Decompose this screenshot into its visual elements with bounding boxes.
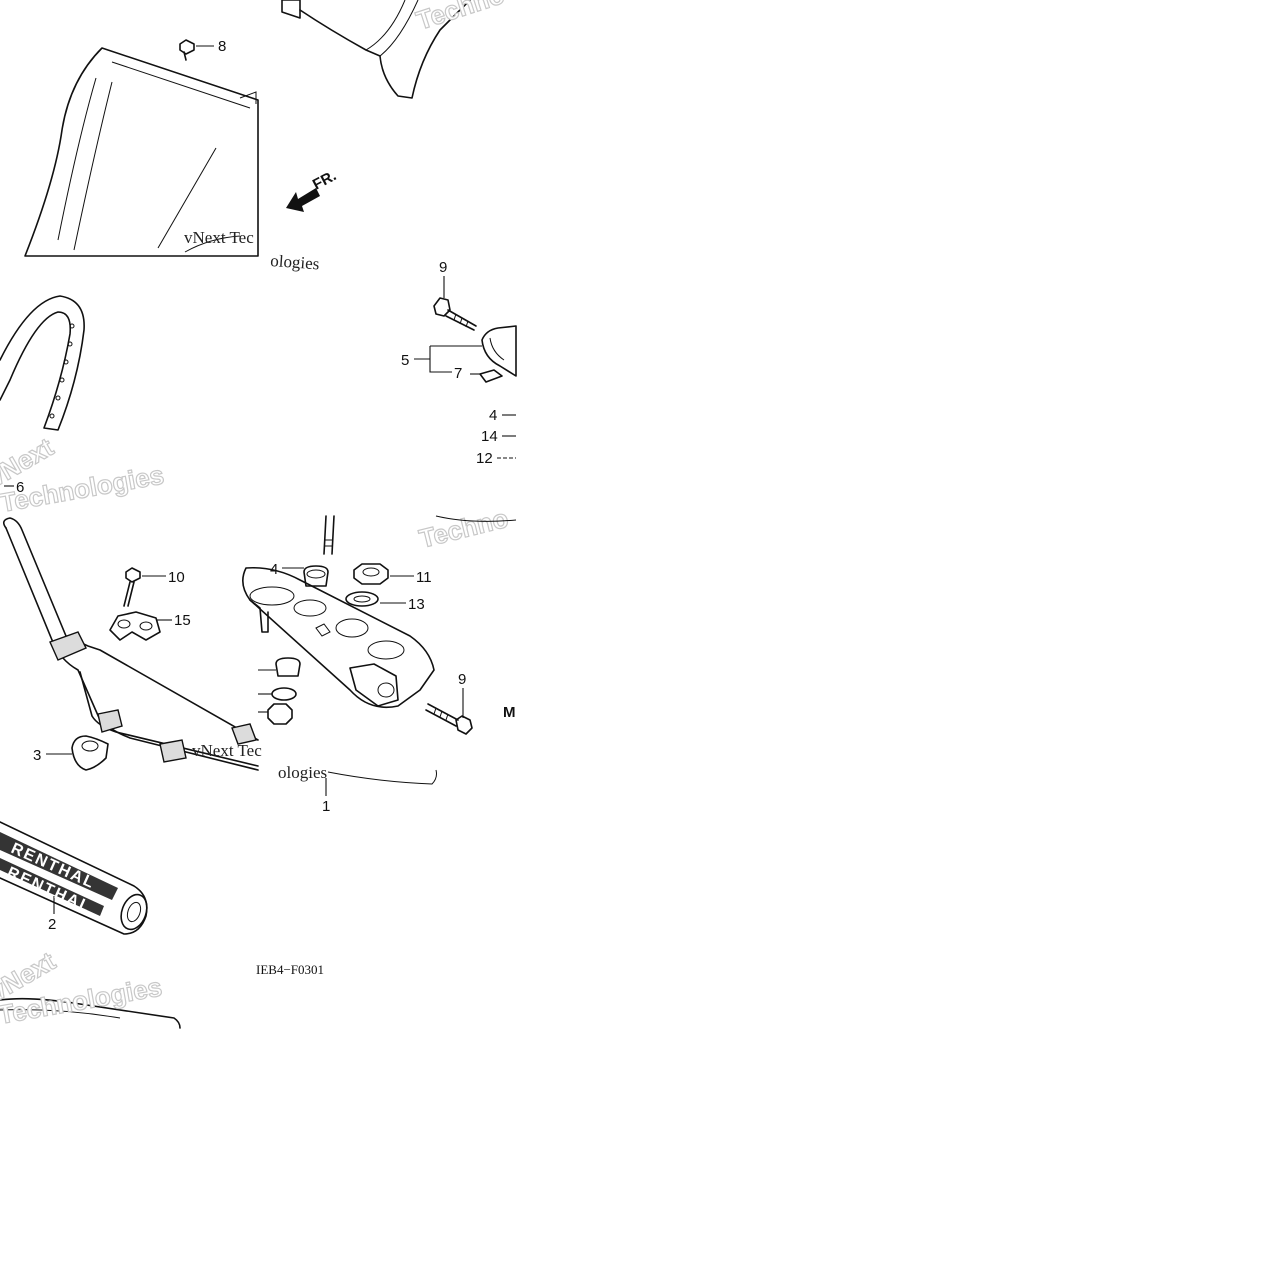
callout-6: 6 [16,479,24,496]
callout-15: 15 [174,612,191,629]
bolt-9-bottom [425,688,473,735]
watermark-vnext-tec: vNext Tec [184,228,254,247]
callout-4-top: 4 [489,407,497,424]
callout-m-partial: M [503,704,516,721]
watermark-ologies-2: ologies [278,763,327,782]
diagram-code: IEB4−F0301 [256,962,324,977]
watermark-techno-mid: Techno [416,503,511,554]
front-number-plate [24,47,259,257]
callout-3: 3 [33,747,41,764]
callout-4-clamp: 4 [270,561,278,578]
callout-1: 1 [322,798,330,815]
top-bridge [242,566,435,709]
bolt-8 [179,39,214,61]
front-fender [281,0,471,99]
upper-holder-15 [109,611,172,641]
nut-4 [282,565,329,587]
callout-8: 8 [218,38,226,55]
washer-13 [345,591,406,607]
lower-fasteners [258,657,301,725]
callout-11: 11 [416,569,432,586]
watermark-ologies-1: ologies [270,251,320,273]
lower-holder-3 [46,735,109,771]
cover [0,997,181,1029]
bolt-10 [123,567,166,607]
nut-11 [353,563,414,585]
watermark-techno-top: Techno [413,0,508,36]
callout-9-bottom: 9 [458,671,466,688]
grip-pad-2 [0,821,148,935]
callout-12: 12 [476,450,493,467]
handlebar [2,517,259,771]
strap-6 [0,295,85,431]
callout-5: 5 [401,352,409,369]
callout-13: 13 [408,596,425,613]
holder-5 [479,325,517,383]
callout-10: 10 [168,569,185,586]
handlebar-lower-edge [325,769,437,796]
callout-2: 2 [48,916,56,933]
front-direction-arrow [286,188,320,212]
callout-9-top: 9 [439,259,447,276]
watermark-vnext-tec-2: vNext Tec [192,741,262,760]
callout-7: 7 [454,365,462,382]
steering-stem [323,515,335,555]
bolt-9-top [433,276,477,331]
callout-14: 14 [481,428,498,445]
